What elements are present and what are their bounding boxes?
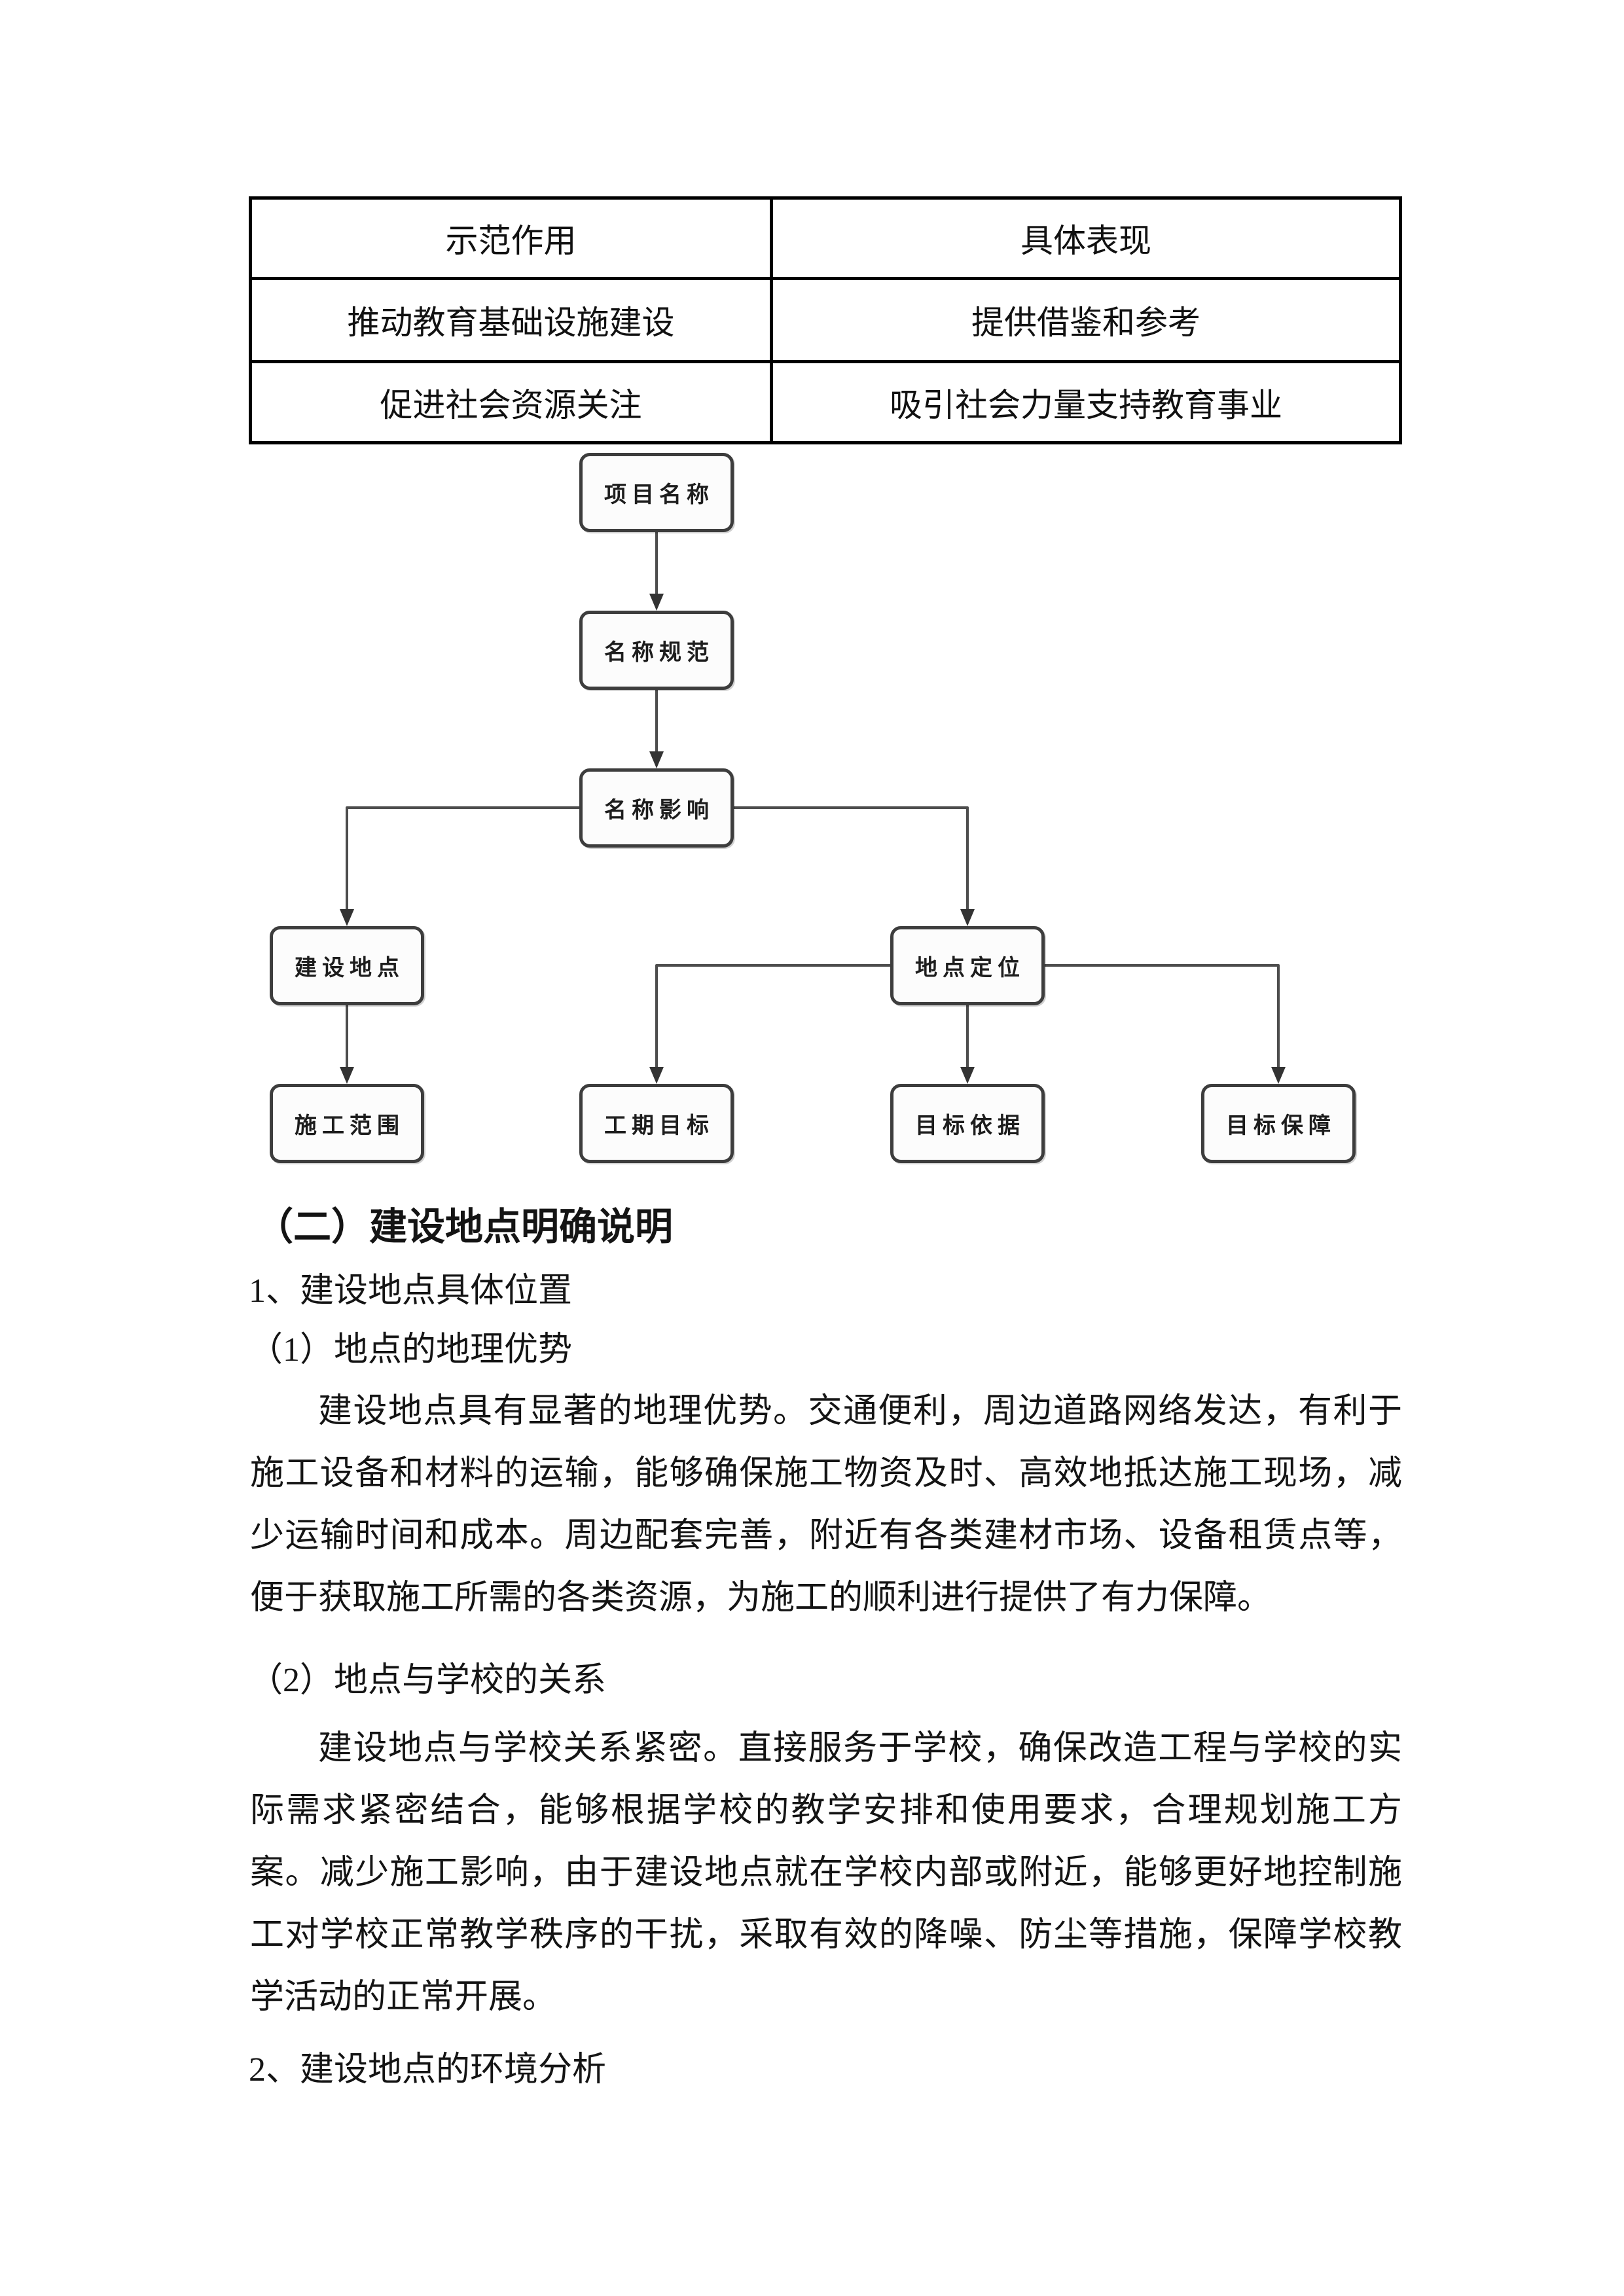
table-row: 推动教育基础设施建设 提供借鉴和参考 bbox=[249, 277, 1402, 363]
table-cell: 吸引社会力量支持教育事业 bbox=[770, 360, 1402, 444]
flowchart-node-goal-basis: 目标依据 bbox=[890, 1084, 1045, 1163]
connector-site-positioning-to-schedule-goal bbox=[649, 964, 890, 1084]
flowchart-node-goal-guarantee: 目标保障 bbox=[1201, 1084, 1356, 1163]
flowchart-node-name-standard: 名称规范 bbox=[579, 611, 734, 690]
section-heading-construction-site-explanation: （二）建设地点明确说明 bbox=[255, 1206, 674, 1248]
flowchart-node-schedule-goal: 工期目标 bbox=[579, 1084, 734, 1163]
connector-site-positioning-to-goal-guarantee bbox=[1045, 964, 1286, 1084]
subheading-environment-analysis: 2、建设地点的环境分析 bbox=[249, 2051, 607, 2089]
connector-site-positioning-to-goal-basis bbox=[960, 1005, 975, 1084]
paragraph-geographic-advantage: 建设地点具有显著的地理优势。交通便利，周边道路网络发达，有利于施工设备和材料的运… bbox=[250, 1393, 1402, 1617]
subheading-geographic-advantage: （1）地点的地理优势 bbox=[249, 1331, 573, 1369]
subheading-specific-location: 1、建设地点具体位置 bbox=[249, 1272, 573, 1310]
flowchart-node-name-impact: 名称影响 bbox=[579, 768, 734, 848]
subheading-site-school-relationship: （2）地点与学校的关系 bbox=[249, 1662, 607, 1699]
connector-project-name-to-name-standard bbox=[649, 532, 664, 611]
flowchart-node-construction-scope: 施工范围 bbox=[270, 1084, 424, 1163]
connector-construction-site-to-construction-scope bbox=[340, 1005, 354, 1084]
flowchart-node-construction-site: 建设地点 bbox=[270, 926, 424, 1005]
connector-name-impact-to-construction-site bbox=[340, 806, 579, 926]
flowchart-node-project-name: 项目名称 bbox=[579, 453, 734, 532]
flowchart-node-site-positioning: 地点定位 bbox=[890, 926, 1045, 1005]
connector-name-impact-to-site-positioning bbox=[734, 806, 975, 926]
table-row: 促进社会资源关注 吸引社会力量支持教育事业 bbox=[249, 360, 1402, 444]
connector-name-standard-to-name-impact bbox=[649, 690, 664, 768]
table-cell: 提供借鉴和参考 bbox=[770, 277, 1402, 363]
table-cell: 促进社会资源关注 bbox=[249, 360, 773, 444]
table-cell: 推动教育基础设施建设 bbox=[249, 277, 773, 363]
paragraph-site-school-relationship: 建设地点与学校关系紧密。直接服务于学校，确保改造工程与学校的实际需求紧密结合，能… bbox=[250, 1730, 1402, 2016]
table-header-specific-performance: 具体表现 bbox=[770, 196, 1402, 280]
demonstration-role-table: 示范作用 具体表现 推动教育基础设施建设 提供借鉴和参考 促进社会资源关注 吸引… bbox=[249, 196, 1402, 444]
table-header-demonstration-role: 示范作用 bbox=[249, 196, 773, 280]
table-header-row: 示范作用 具体表现 bbox=[249, 196, 1402, 280]
